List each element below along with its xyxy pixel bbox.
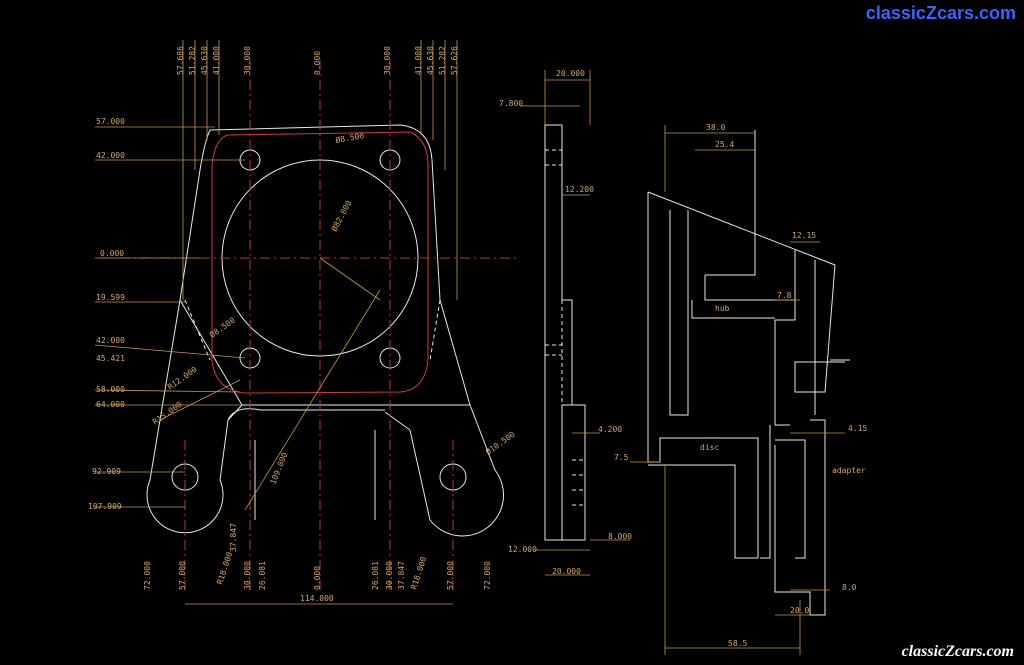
front-left-dims: 57.000 42.000 0.000 19.599 42.000 45.421… — [88, 117, 125, 511]
side-dim-bottom-offset: 12.000 — [508, 545, 537, 554]
dim-left-8: 92.909 — [92, 467, 121, 476]
dim-top-7: 41.000 — [414, 46, 423, 75]
dim-top-9: 51.282 — [438, 46, 447, 75]
callout-r10-5: Ø10.500 — [483, 429, 517, 457]
dim-top-8: 45.630 — [426, 46, 435, 75]
callout-bore: Ø82.000 — [329, 198, 354, 233]
label-adapter: adapter — [832, 466, 866, 475]
section-view — [630, 125, 850, 655]
sec-dim-58-5: 58.5 — [728, 639, 747, 648]
dim-bottom-1: 57.000 — [178, 561, 187, 590]
sec-dim-20: 20.0 — [790, 606, 809, 615]
dim-bottom-5: 26.081 — [371, 561, 380, 590]
dim-left-4: 42.000 — [96, 336, 125, 345]
dim-left-6: 58.000 — [96, 385, 125, 394]
callout-angle-left: 37.847 — [229, 523, 238, 552]
callout-r109: 109.000 — [269, 451, 290, 486]
dim-top-0: 57.686 — [176, 46, 185, 75]
callout-angle-right: 37.847 — [397, 561, 406, 590]
callout-r15: R15.000 — [151, 400, 184, 427]
front-top-dims: 57.686 51.282 45.630 41.000 30.000 0.000… — [176, 46, 459, 75]
side-dims: 20.000 7.800 12.200 4.200 12.000 20.000 … — [499, 69, 632, 576]
label-disc: disc — [700, 443, 719, 452]
side-dim-offset-top: 7.800 — [499, 99, 523, 108]
dim-top-10: 57.626 — [450, 46, 459, 75]
dim-bottom-4: 0.000 — [313, 566, 322, 590]
callout-r18-left: R18.000 — [215, 551, 234, 586]
dim-left-9: 107.909 — [88, 502, 122, 511]
front-callouts: Ø8.500 Ø82.000 Ø8.500 R12.000 R15.000 10… — [151, 130, 517, 603]
dim-bottom-3: 26.081 — [258, 561, 267, 590]
callout-r12: R12.000 — [166, 365, 199, 392]
dim-left-2: 0.000 — [100, 249, 124, 258]
front-bottom-dims: 72.000 57.000 30.000 26.081 0.000 26.081… — [143, 561, 492, 590]
label-hub: hub — [715, 304, 730, 313]
dim-top-4: 30.000 — [243, 46, 252, 75]
callout-hole-top: Ø8.500 — [335, 130, 365, 145]
sec-dim-25-4: 25.4 — [715, 140, 734, 149]
side-dim-height-mid: 12.200 — [565, 185, 594, 194]
brand-watermark-bottom: classicZcars.com — [901, 643, 1014, 660]
dim-left-3: 19.599 — [96, 293, 125, 302]
sec-dim-8: 8.0 — [842, 583, 857, 592]
callout-width-total: 114.000 — [300, 594, 334, 603]
dim-bottom-2: 30.000 — [243, 561, 252, 590]
dim-left-0: 57.000 — [96, 117, 125, 126]
dim-left-1: 42.000 — [96, 151, 125, 160]
side-dim-bottom-width: 20.000 — [552, 567, 581, 576]
dim-top-2: 45.630 — [200, 46, 209, 75]
dim-bottom-6: 30.000 — [385, 561, 394, 590]
dim-bottom-8: 72.000 — [483, 561, 492, 590]
side-dim-thickness: 8.000 — [608, 532, 632, 541]
section-labels: hub disc adapter — [700, 304, 866, 475]
dim-top-6: 30.000 — [383, 46, 392, 75]
brand-watermark-top: classicZcars.com — [865, 3, 1016, 23]
callout-r18-right: R18.000 — [409, 556, 428, 591]
sec-dim-7-5: 7.5 — [614, 453, 629, 462]
side-view — [520, 70, 630, 576]
side-dim-top-width: 20.000 — [556, 69, 585, 78]
section-dims: 38.0 25.4 12.15 7.8 4.15 7.5 8.0 20.0 58… — [614, 123, 867, 648]
dim-top-3: 41.000 — [212, 46, 221, 75]
dim-left-5: 45.421 — [96, 354, 125, 363]
sec-dim-4-15: 4.15 — [848, 424, 867, 433]
dim-top-5: 0.000 — [313, 51, 322, 75]
dim-top-1: 51.282 — [188, 46, 197, 75]
sec-dim-38: 38.0 — [706, 123, 725, 132]
front-view — [94, 40, 520, 605]
dim-bottom-0: 72.000 — [143, 561, 152, 590]
dim-left-7: 64.000 — [96, 400, 125, 409]
side-dim-step: 4.200 — [598, 425, 622, 434]
sec-dim-7-8: 7.8 — [777, 291, 792, 300]
dim-bottom-7: 57.000 — [446, 561, 455, 590]
sec-dim-12-15: 12.15 — [792, 231, 816, 240]
